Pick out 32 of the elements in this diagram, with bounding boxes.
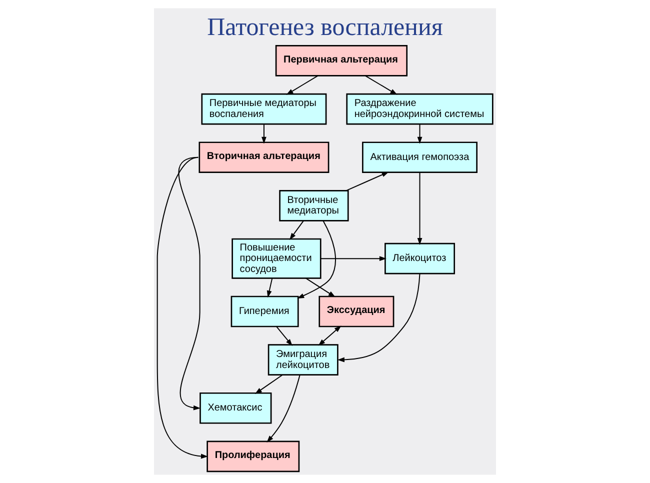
node-box: Вторичные медиаторы (279, 190, 349, 222)
arrow (276, 326, 292, 346)
node-box: Повышение проницаемости сосудов (232, 238, 322, 279)
node-box: Первичные медиаторы воспаления (201, 93, 327, 125)
arrow (364, 75, 398, 95)
node-box: Лейкоцитоз (384, 242, 456, 274)
arrow (320, 256, 386, 262)
arrow (254, 374, 284, 394)
arrow (286, 75, 318, 95)
node-box: Вторичная альтерация (198, 142, 330, 174)
node-box: Хемотаксис (200, 392, 272, 424)
arrow (289, 220, 304, 240)
arrow (297, 220, 336, 299)
diagram-title: Патогенез воспаления (207, 14, 443, 41)
node-box: Первичная альтерация (275, 45, 408, 76)
node-box: Раздражение нейроэндокринной системы (346, 93, 494, 125)
arrow (346, 172, 389, 192)
arrow (318, 326, 342, 346)
node-box: Активация гемопоэза (362, 142, 478, 174)
arrow (262, 124, 266, 144)
node-box: Гиперемия (230, 296, 299, 328)
arrow (266, 278, 273, 298)
node-box: Экссудация (318, 296, 394, 328)
arrow (337, 273, 420, 362)
arrow (305, 278, 336, 298)
arrow (266, 374, 300, 442)
arrow (417, 172, 422, 246)
arrow (178, 156, 200, 410)
node-box: Пролиферация (206, 440, 300, 472)
node-box: Эмиграция лейкоцитов (268, 344, 338, 376)
arrow (417, 124, 422, 144)
arrow (156, 156, 208, 459)
